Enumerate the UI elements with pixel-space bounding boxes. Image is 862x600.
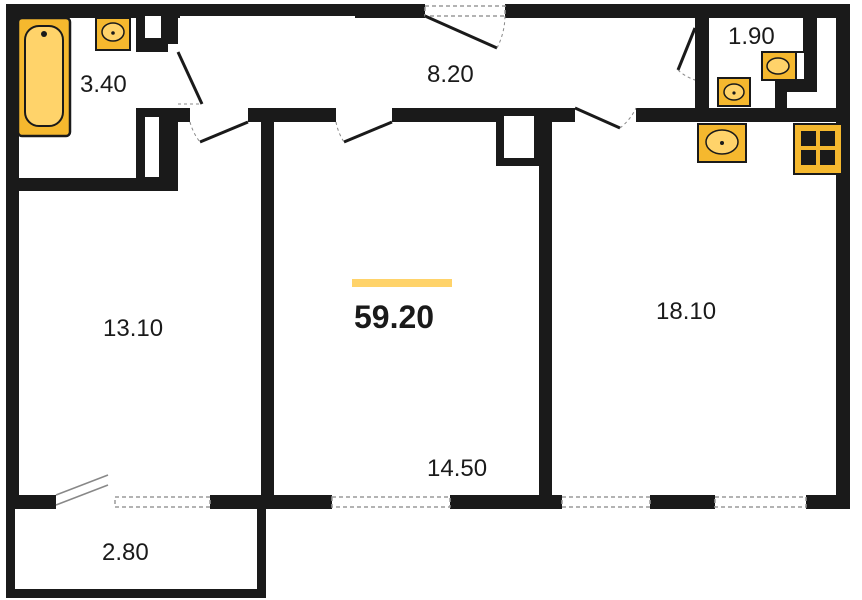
window-bottom-kitchen-2 xyxy=(714,496,807,508)
corridor-wall-4 xyxy=(636,108,850,122)
outer-wall-bottom-1 xyxy=(6,495,56,509)
entrance-door-leaf xyxy=(424,14,498,50)
total-area-accent-bar xyxy=(352,279,452,287)
kitchen-door-arc xyxy=(619,107,637,129)
corridor-wall-1 xyxy=(165,108,190,122)
living-shaft-inner xyxy=(504,116,534,158)
toilet-bowl xyxy=(766,57,790,75)
outer-wall-top-mid xyxy=(180,4,355,16)
balcony-door-leaf xyxy=(55,474,109,496)
outer-wall-right xyxy=(836,4,850,509)
stove-burner-2 xyxy=(820,131,835,146)
bathtub-inner xyxy=(24,25,64,127)
hall-area: 8.20 xyxy=(427,61,474,88)
bathroom-area: 3.40 xyxy=(80,71,127,98)
toilet-door-arc xyxy=(677,69,696,81)
bathtub-drain xyxy=(41,31,47,37)
outer-wall-top-far-right xyxy=(505,4,850,18)
kitchen-door-leaf xyxy=(574,106,621,130)
balcony-wall-left xyxy=(6,505,15,598)
bath-wall-right-lower xyxy=(165,108,178,188)
doors xyxy=(55,14,697,506)
window-bottom-kitchen-1 xyxy=(561,496,651,508)
partition-living-kitchen xyxy=(539,108,552,508)
bath-wall-right-upper xyxy=(165,4,178,44)
bath-wall-bottom xyxy=(6,178,178,191)
balcony-wall-bottom xyxy=(6,589,266,598)
toilet-wall-step-down xyxy=(775,80,787,110)
balcony-area: 2.80 xyxy=(102,539,149,566)
entrance-door-arc xyxy=(496,15,506,49)
bath-shaft-lower-inner xyxy=(145,117,159,177)
room-labels: 59.20 3.40 8.20 1.90 13.10 14.50 18.10 2… xyxy=(80,23,775,566)
toilet-door-leaf xyxy=(676,27,697,71)
bedroom-door-leaf xyxy=(199,120,249,144)
outer-wall-bottom-3 xyxy=(450,495,562,509)
window-top-hall xyxy=(424,5,506,17)
partition-bedroom-living xyxy=(261,108,274,508)
outer-wall-left xyxy=(6,4,19,509)
toilet-wall-left xyxy=(695,18,709,108)
outer-wall-top-right xyxy=(355,4,425,18)
kitchen-area: 18.10 xyxy=(656,298,716,325)
living-door-arc xyxy=(335,121,345,143)
toilet-sink-drain xyxy=(732,91,736,95)
kitchen-sink-drain xyxy=(720,141,724,145)
toilet-wall-right-block xyxy=(803,18,817,90)
balcony-wall-right xyxy=(257,505,266,598)
bedroom-area: 13.10 xyxy=(103,315,163,342)
living-area: 14.50 xyxy=(427,455,487,482)
window-bottom-bedroom xyxy=(114,496,211,508)
bedroom-door-arc xyxy=(189,121,201,143)
outer-wall-bottom-5 xyxy=(806,495,850,509)
toilet-area: 1.90 xyxy=(728,23,775,50)
living-door-leaf xyxy=(343,120,393,144)
stove-burner-3 xyxy=(801,150,816,165)
windows xyxy=(114,5,807,508)
walls xyxy=(6,4,850,598)
balcony-door-leaf-2 xyxy=(55,484,109,506)
window-bottom-living xyxy=(331,496,451,508)
bath-shaft-upper-inner xyxy=(145,16,161,38)
outer-wall-bottom-4 xyxy=(650,495,715,509)
bath-sink-drain xyxy=(111,31,115,35)
stove-burner-4 xyxy=(820,150,835,165)
bath-door-leaf xyxy=(176,51,204,105)
fixtures xyxy=(16,16,843,175)
stove-burner-1 xyxy=(801,131,816,146)
total-area: 59.20 xyxy=(354,299,434,335)
